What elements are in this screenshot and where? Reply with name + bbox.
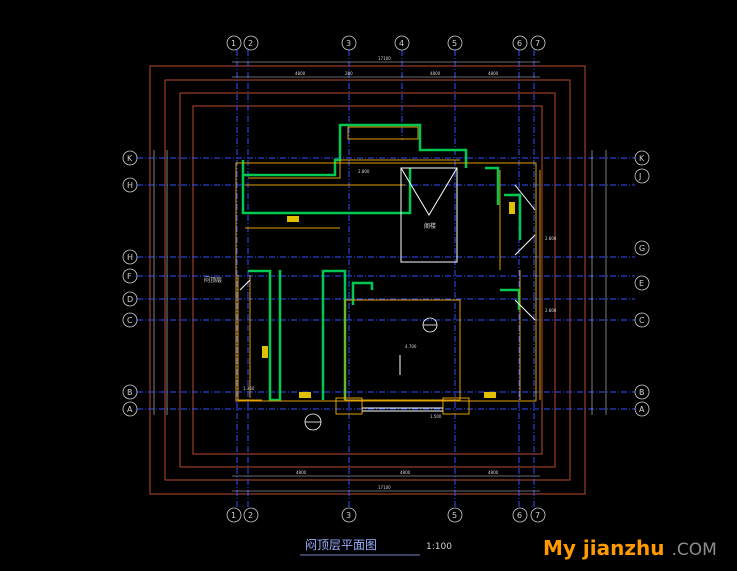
axis-bottom-7: 7 — [535, 511, 540, 520]
axis-top-3: 3 — [346, 39, 351, 48]
axis-top-4: 4 — [399, 39, 404, 48]
elev-3: 2.800 — [545, 308, 557, 313]
axis-bottom-2: 2 — [248, 511, 253, 520]
walls-orange — [235, 126, 541, 415]
dimension-lines — [153, 61, 607, 492]
dim-total-bottom: 17100 — [378, 485, 391, 490]
dim-total-top: 17100 — [378, 56, 391, 61]
axis-right-3: G — [639, 244, 645, 253]
axis-left-3: H — [127, 253, 133, 262]
axis-left-2: H — [127, 181, 133, 190]
axis-right-6: B — [639, 388, 645, 397]
axis-left-6: C — [127, 316, 133, 325]
axis-top-7: 7 — [535, 39, 540, 48]
axis-bubbles-right — [634, 150, 650, 417]
elev-2: 2.800 — [545, 236, 557, 241]
axis-bubbles-left — [122, 150, 138, 417]
axis-bottom-3: 3 — [346, 511, 351, 520]
dim-top-seg-2: 280 — [345, 71, 353, 76]
axis-left-5: D — [127, 295, 133, 304]
dim-top-seg-1: 4800 — [295, 71, 306, 76]
room-label-roof: 闷顶层 — [204, 276, 222, 284]
dimension-texts: 17100 4800 280 4800 4800 4800 4800 4800 … — [295, 56, 499, 490]
axis-labels-bottom: 1 2 3 5 6 7 — [231, 511, 540, 520]
dim-bottom-seg-1: 4800 — [296, 470, 307, 475]
axis-grid-horizontal — [137, 157, 635, 410]
axis-grid-vertical — [236, 50, 535, 508]
elev-6: 1.500 — [430, 414, 442, 419]
axis-left-7: B — [127, 388, 133, 397]
axis-right-1: K — [639, 154, 645, 163]
white-details — [239, 167, 536, 412]
walls-green — [241, 123, 522, 402]
level-markers — [262, 202, 515, 398]
dim-bottom-seg-2: 4800 — [400, 470, 411, 475]
axis-labels-top: 1 2 3 4 5 6 7 — [231, 39, 540, 48]
room-label-attic: 阁楼 — [424, 222, 436, 230]
drawing-title: 闷顶层平面图 — [305, 537, 377, 552]
axis-right-4: E — [639, 279, 644, 288]
axis-top-6: 6 — [517, 39, 522, 48]
watermark-logo: My jianzhu .COM — [543, 536, 717, 560]
axis-bottom-6: 6 — [517, 511, 522, 520]
axis-left-1: K — [127, 154, 133, 163]
elevation-annotations: 2.800 2.800 2.800 4.700 1.350 1.500 — [243, 169, 557, 419]
axis-top-1: 1 — [231, 39, 236, 48]
section-marker — [304, 317, 438, 431]
watermark-main: My jianzhu — [543, 536, 665, 560]
drawing-scale: 1:100 — [426, 542, 452, 552]
axis-bottom-5: 5 — [452, 511, 457, 520]
axis-right-5: C — [639, 316, 645, 325]
axis-left-4: F — [127, 272, 132, 281]
outer-boundary — [149, 65, 586, 495]
axis-top-2: 2 — [248, 39, 253, 48]
axis-right-7: A — [639, 405, 645, 414]
elev-1: 2.800 — [358, 169, 370, 174]
axis-bubbles-top — [226, 35, 546, 51]
axis-labels-left: K H H F D C B A — [127, 154, 133, 414]
axis-top-5: 5 — [452, 39, 457, 48]
dim-top-seg-3: 4800 — [430, 71, 441, 76]
axis-left-8: A — [127, 405, 133, 414]
dim-bottom-seg-3: 4800 — [488, 470, 499, 475]
axis-right-2: J — [638, 172, 641, 181]
elev-5: 1.350 — [243, 386, 255, 391]
axis-bubbles-bottom — [226, 507, 546, 523]
axis-labels-right: K J G E C B A — [638, 154, 645, 414]
dim-top-seg-4: 4800 — [488, 71, 499, 76]
watermark-suffix: .COM — [671, 540, 717, 560]
elev-4: 4.700 — [405, 344, 417, 349]
axis-bottom-1: 1 — [231, 511, 236, 520]
